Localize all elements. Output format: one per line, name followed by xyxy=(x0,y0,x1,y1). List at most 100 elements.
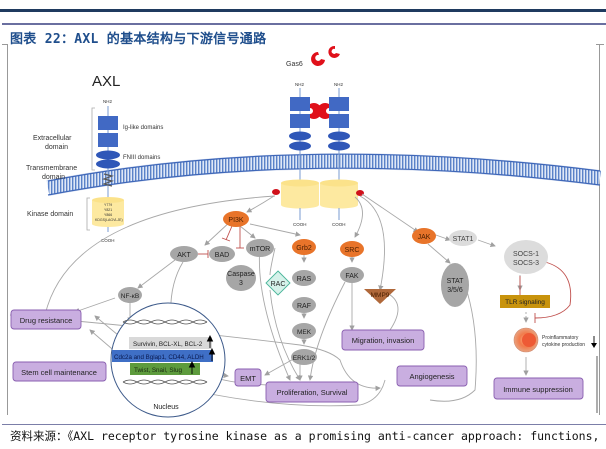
axl-title: AXL xyxy=(92,73,120,90)
svg-text:SOCS-3: SOCS-3 xyxy=(513,260,539,267)
gene-row-survivin: Survivin, BCL-XL, BCL-2 xyxy=(133,341,203,348)
transmembrane-coil xyxy=(101,173,115,187)
node-jak[interactable]: JAK xyxy=(412,228,436,244)
node-ras[interactable]: RAS xyxy=(292,270,316,286)
svg-text:MMP9: MMP9 xyxy=(371,292,390,299)
fn-domains-label: FNIII domains xyxy=(123,155,160,161)
node-akt[interactable]: AKT xyxy=(170,246,198,262)
svg-text:3/5/6: 3/5/6 xyxy=(447,287,463,294)
node-mmp9[interactable]: MMP9 xyxy=(364,289,396,304)
svg-text:PI3K: PI3K xyxy=(228,217,244,224)
extracellular-label-1: Extracellular xyxy=(33,135,72,142)
node-erk[interactable]: ERK1/2 xyxy=(291,349,317,365)
ig-domain-box xyxy=(98,116,118,130)
kinase-residue: Y866 xyxy=(104,213,112,217)
immune-cell-icon xyxy=(513,327,539,353)
svg-text:EMT: EMT xyxy=(240,374,256,383)
svg-text:SRC: SRC xyxy=(345,247,360,254)
nucleus-label: Nucleus xyxy=(153,404,179,411)
svg-text:NF-κB: NF-κB xyxy=(121,293,139,300)
extracellular-bracket xyxy=(91,107,95,171)
node-mtor[interactable]: mTOR xyxy=(246,239,274,257)
ig-domains-label: Ig-like domains xyxy=(123,125,163,131)
svg-text:Proliferation, Survival: Proliferation, Survival xyxy=(277,388,348,397)
cytokine-label-2: cytokine production xyxy=(542,342,585,348)
node-mek[interactable]: MEK xyxy=(292,323,316,339)
kinase-bracket xyxy=(86,197,90,231)
ig-domain-box xyxy=(98,133,118,147)
svg-text:Stem cell maintenance: Stem cell maintenance xyxy=(21,368,97,377)
svg-text:MEK: MEK xyxy=(297,329,312,336)
outcome-proliferation-survival[interactable]: Proliferation, Survival xyxy=(265,381,359,403)
svg-text:STAT: STAT xyxy=(447,278,465,285)
outcome-angiogenesis[interactable]: Angiogenesis xyxy=(396,365,468,387)
node-stat356[interactable]: STAT 3/5/6 xyxy=(441,263,469,307)
extracellular-label-2: domain xyxy=(45,144,68,151)
svg-text:mTOR: mTOR xyxy=(250,246,270,253)
node-caspase-3[interactable]: Caspase 3 xyxy=(226,265,256,291)
node-rac[interactable]: RAC xyxy=(265,270,291,296)
svg-text:Migration, invasion: Migration, invasion xyxy=(352,336,415,345)
transmembrane-label-1: Transmembrane xyxy=(26,165,77,172)
cytokine-label-1: Proinflammatory xyxy=(542,335,579,341)
svg-text:Caspase: Caspase xyxy=(227,271,255,278)
frame-tick xyxy=(596,44,604,45)
down-arrow-icon xyxy=(591,336,597,348)
outcome-emt[interactable]: EMT xyxy=(234,368,262,387)
node-raf[interactable]: RAF xyxy=(292,297,316,313)
node-bad[interactable]: BAD xyxy=(209,246,235,262)
gene-row-twist: Twist, Snail, Slug xyxy=(134,367,182,374)
outcome-stem-cell-maintenance[interactable]: Stem cell maintenance xyxy=(12,361,107,382)
node-src[interactable]: SRC xyxy=(340,241,364,257)
outcome-immune-suppression[interactable]: Immune suppression xyxy=(493,377,584,400)
header-rule-secondary xyxy=(2,23,606,25)
node-tlr-signaling[interactable]: TLR signaling xyxy=(500,295,550,308)
source-citation: 资料来源：《AXL receptor tyrosine kinase as a … xyxy=(10,429,600,443)
svg-text:SOCS-1: SOCS-1 xyxy=(513,251,539,258)
receptor-left: NH2 xyxy=(289,82,311,205)
node-pi3k[interactable]: PI3K xyxy=(223,211,249,227)
figure-title: 图表 22：AXL 的基本结构与下游信号通路 xyxy=(10,32,267,47)
nh2-label: NH2 xyxy=(103,99,112,104)
node-socs[interactable]: SOCS-1 SOCS-3 xyxy=(504,240,548,274)
node-nfkb[interactable]: NF-κB xyxy=(118,287,142,303)
outcome-migration-invasion[interactable]: Migration, invasion xyxy=(341,329,425,351)
svg-text:JAK: JAK xyxy=(418,234,431,241)
svg-text:NH2: NH2 xyxy=(334,82,343,87)
svg-text:Angiogenesis: Angiogenesis xyxy=(409,372,454,381)
svg-text:Immune suppression: Immune suppression xyxy=(503,385,573,394)
nucleus: Nucleus xyxy=(110,302,226,418)
outcome-drug-resistance[interactable]: Drug resistance xyxy=(10,309,82,330)
kinase-residue: Y821 xyxy=(104,208,112,212)
cooh-label: COOH xyxy=(101,238,115,243)
cooh-left: COOH xyxy=(293,222,307,227)
svg-text:RAC: RAC xyxy=(271,281,286,288)
kinase-domain-label: Kinase domain xyxy=(27,211,73,218)
svg-text:TLR signaling: TLR signaling xyxy=(505,299,545,306)
cell-membrane xyxy=(46,153,602,196)
kinase-domain-cylinder xyxy=(92,197,124,227)
gene-row-cdc2a: Cdc2a and Bglap1, CD44, ALDH xyxy=(114,354,204,361)
gas6-label: Gas6 xyxy=(286,61,303,68)
kinase-residue: KDGS(LAGVLJE) xyxy=(95,218,123,222)
svg-text:AKT: AKT xyxy=(177,252,191,259)
svg-text:RAS: RAS xyxy=(297,276,312,283)
transmembrane-label-2: domain xyxy=(42,174,65,181)
source-rule xyxy=(2,424,606,425)
svg-text:BAD: BAD xyxy=(215,252,229,259)
header-rule xyxy=(0,9,606,12)
cooh-right: COOH xyxy=(332,222,346,227)
fn-domain xyxy=(96,159,120,169)
node-fak[interactable]: FAK xyxy=(340,267,364,283)
kinase-residue: Y779 xyxy=(104,203,112,207)
inhibition-connectors xyxy=(198,225,572,323)
svg-text:FAK: FAK xyxy=(345,273,359,280)
frame-tick xyxy=(2,44,8,45)
node-grb2[interactable]: Grb2 xyxy=(292,239,316,255)
fn-domain xyxy=(96,150,120,160)
svg-text:NH2: NH2 xyxy=(295,82,304,87)
svg-text:STAT1: STAT1 xyxy=(453,236,474,243)
node-stat1[interactable]: STAT1 xyxy=(449,230,477,246)
kinase-dimer xyxy=(281,179,358,209)
